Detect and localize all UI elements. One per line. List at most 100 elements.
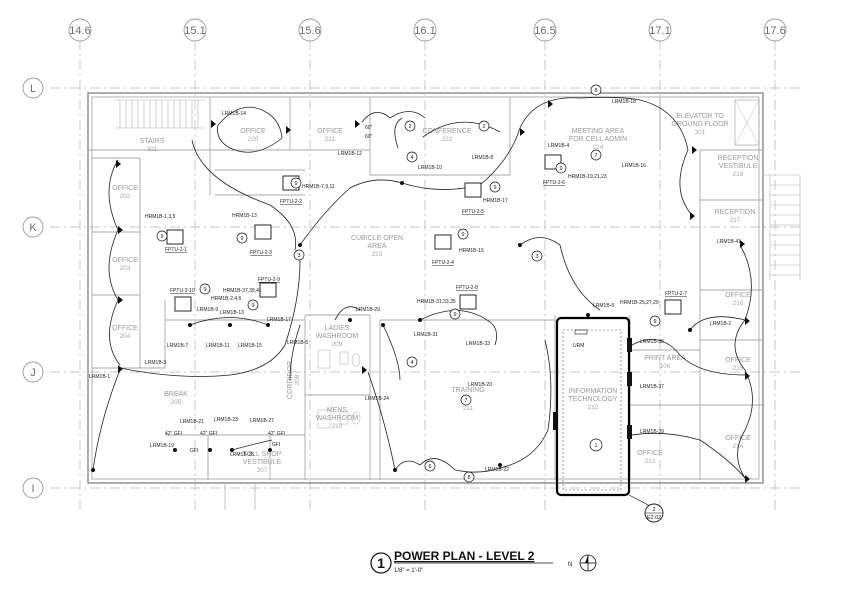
grid-bubble-col: 15.1 bbox=[183, 18, 207, 42]
device-notes: 42" GFI 42" GFI 42" GFI GFI GFI 60" 60" bbox=[165, 125, 373, 454]
room-number: 212 bbox=[588, 404, 599, 411]
north-arrow-icon bbox=[579, 554, 597, 572]
keynote-hex: 4 bbox=[406, 356, 418, 368]
circuit-tag: LRM1B-7 bbox=[167, 343, 188, 349]
fptu-unit bbox=[166, 229, 184, 245]
room-number: 220 bbox=[248, 136, 259, 143]
circuit-tag: HRM1B-1,3,5 bbox=[145, 214, 176, 220]
svg-text:9: 9 bbox=[461, 232, 464, 238]
room-name-line2: WASHROOM bbox=[316, 333, 359, 340]
north-label: N bbox=[568, 562, 572, 568]
svg-text:6: 6 bbox=[428, 464, 431, 470]
room-number: 224 bbox=[593, 144, 604, 151]
circuit-tag: LRM1B-33 bbox=[466, 341, 490, 347]
circuit-tag: LRM1B-24 bbox=[365, 396, 389, 402]
equipment-label: FPTU-2-6 bbox=[543, 180, 565, 186]
room-number: 222 bbox=[442, 136, 453, 143]
equipment-label: FPTU-2-1 bbox=[165, 247, 187, 253]
note: GFI bbox=[190, 448, 198, 454]
grid-label: 14.6 bbox=[69, 25, 90, 37]
grid-label: J bbox=[30, 367, 36, 379]
room-number: 218 bbox=[733, 171, 744, 178]
room-number: 209 bbox=[332, 341, 343, 348]
room-number: 106 bbox=[660, 363, 671, 370]
room-name: RECEPTION bbox=[715, 209, 756, 216]
svg-text:4: 4 bbox=[410, 360, 413, 366]
keynote-hex: 6 bbox=[424, 460, 436, 472]
note: 60" bbox=[365, 134, 373, 140]
svg-text:2: 2 bbox=[408, 124, 411, 130]
room-number: 201 bbox=[147, 146, 158, 153]
svg-text:9: 9 bbox=[653, 319, 656, 325]
room-number: 211 bbox=[463, 405, 474, 412]
keynote-circle: 9 bbox=[156, 230, 168, 242]
circuit-tag: LRM1B-29 bbox=[356, 307, 380, 313]
room-number: 301 bbox=[695, 129, 706, 136]
grid-label: 15.6 bbox=[299, 25, 320, 37]
keynote-circle: 9 bbox=[236, 232, 248, 244]
title-block: 1 POWER PLAN - LEVEL 2 1/8" = 1'-0" N bbox=[370, 549, 597, 574]
grid-label: 15.1 bbox=[184, 25, 205, 37]
grid-bubble-col: 15.6 bbox=[298, 18, 322, 42]
circuit-tag: HRM1B-31,33,35 bbox=[417, 299, 456, 305]
room-name: CONFERENCE bbox=[422, 128, 471, 135]
grid-bubble-col: 16.1 bbox=[413, 18, 437, 42]
room-name: OFFICE bbox=[725, 292, 751, 299]
circuit-tag: LRM1B-39 bbox=[640, 429, 664, 435]
room-name: MEETING AREA bbox=[572, 128, 625, 135]
keynote-circle: 9 bbox=[290, 177, 302, 189]
grid-label: L bbox=[30, 83, 36, 95]
room-name: RECEPTION bbox=[718, 155, 759, 162]
room-number: 216 bbox=[733, 300, 744, 307]
svg-text:7: 7 bbox=[594, 153, 597, 159]
room-labels: STAIRS 201 OFFICE 220 OFFICE 221 CONFERE… bbox=[112, 113, 758, 474]
equipment-label: FPTU-2-4 bbox=[432, 260, 454, 266]
note: 42" GFI bbox=[268, 431, 285, 437]
room-number: 217 bbox=[730, 217, 741, 224]
drawing-number: 1 bbox=[377, 555, 385, 571]
grid-system: 14.6 15.1 15.6 16.1 16.5 17.1 17.6 L K J… bbox=[22, 18, 800, 510]
keynote-hex: 4 bbox=[406, 151, 418, 163]
equipment-label: FPTU-2-3 bbox=[250, 250, 272, 256]
grid-label: 17.1 bbox=[649, 25, 670, 37]
grid-bubble-col: 16.5 bbox=[533, 18, 557, 42]
room-number: 204 bbox=[120, 333, 131, 340]
room-number: 203 bbox=[120, 265, 131, 272]
room-name-line2: TECHNOLOGY bbox=[568, 396, 617, 403]
grid-label: K bbox=[29, 222, 37, 234]
circuit-tags: LRM1B-14 LRM1B-12 LRM1B-10 LRM1B-8 LRM1B… bbox=[89, 99, 741, 473]
fptu-unit bbox=[259, 282, 277, 298]
room-name-line2: WASHROOM bbox=[316, 415, 359, 422]
section-sheet: E2.02 bbox=[647, 515, 661, 521]
drawing-title: POWER PLAN - LEVEL 2 bbox=[394, 549, 535, 563]
circuit-tag: HRM1B-13 bbox=[232, 213, 257, 219]
circuit-tag: LRM1B-27 bbox=[250, 418, 274, 424]
circuit-tag: LRM1B-6 bbox=[593, 303, 614, 309]
room-name: LADIES bbox=[325, 325, 350, 332]
equipment: FPTU-2-1 FPTU-2-2 FPTU-2-3 FPTU-2-4 FPTU… bbox=[165, 154, 687, 349]
room-name: OFFICE bbox=[112, 257, 138, 264]
circuit-tag: HRM1B-25,27,29 bbox=[620, 300, 659, 306]
room-number: 210 bbox=[332, 423, 343, 430]
keynote-hex: 7 bbox=[590, 149, 602, 161]
circuit-tag: LRM1B-19 bbox=[150, 443, 174, 449]
fptu-unit bbox=[664, 299, 682, 315]
room-name: PRINT AREA bbox=[644, 355, 686, 362]
circuit-tag: LRM1B-14 bbox=[222, 111, 246, 117]
circuit-tag: LRM1B-16 bbox=[622, 163, 646, 169]
keynote-hex: 7 bbox=[460, 394, 472, 406]
equipment-label: FPTU-2-10 bbox=[170, 288, 195, 294]
equipment-label: URM bbox=[573, 343, 584, 349]
keynote-hex: 1 bbox=[589, 438, 603, 452]
room-name: ELEVATOR TO bbox=[676, 113, 724, 120]
note: GFI bbox=[272, 442, 280, 448]
grid-label: I bbox=[31, 483, 34, 495]
svg-text:8: 8 bbox=[467, 475, 470, 481]
circuit-tag: LRM1B-15 bbox=[238, 343, 262, 349]
svg-text:2: 2 bbox=[482, 124, 485, 130]
circuit-tag: LRM1B-18 bbox=[612, 99, 636, 105]
grid-label: 16.5 bbox=[534, 25, 555, 37]
circuit-tag: LRM1B-21 bbox=[180, 419, 204, 425]
device-symbols bbox=[91, 100, 750, 483]
circuit-tag: LRM1B-25 bbox=[230, 452, 254, 458]
